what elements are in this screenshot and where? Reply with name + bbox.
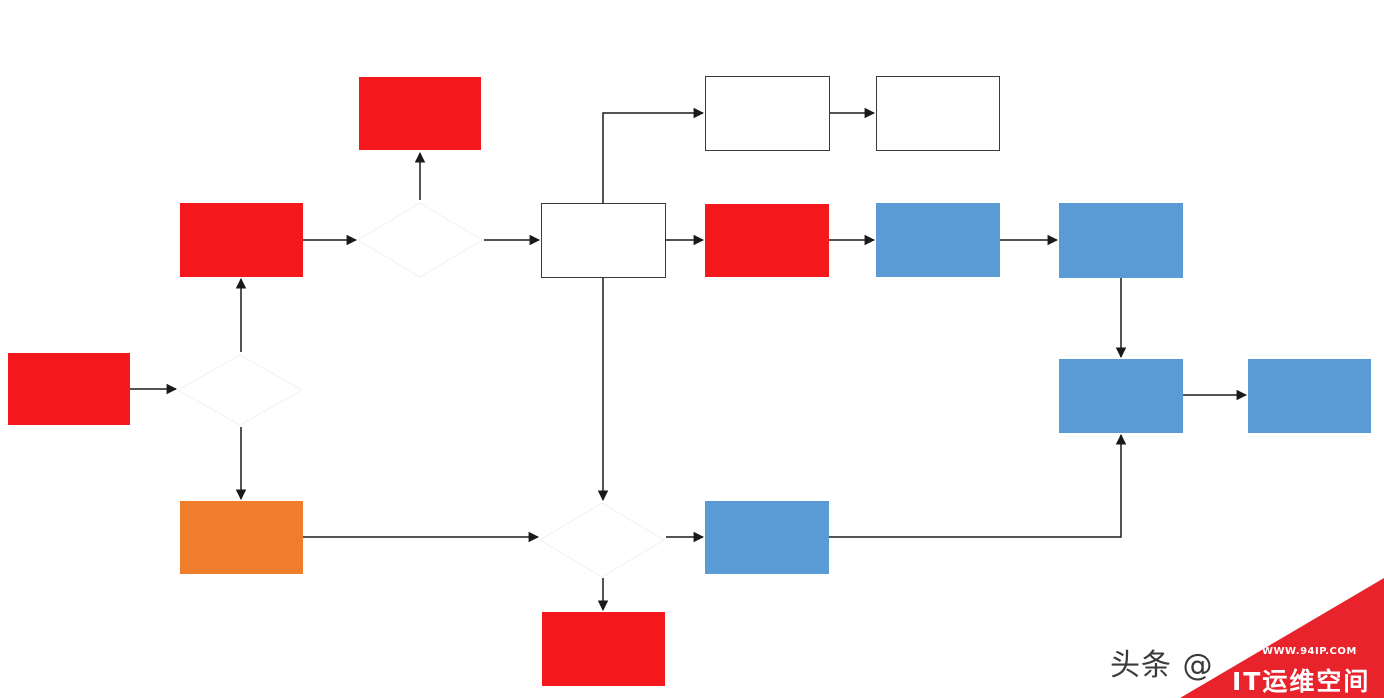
decision-text-2	[368, 215, 472, 265]
node-n4	[541, 203, 666, 278]
watermark-url: WWW.94IP.COM	[1262, 646, 1357, 657]
node-n5	[180, 501, 303, 574]
decision-diamond-1	[176, 354, 304, 426]
node-n9	[876, 203, 1000, 277]
end-node-n12	[1248, 359, 1371, 433]
start-node	[8, 353, 130, 425]
toutiao-watermark: 头条 @	[1110, 648, 1214, 683]
edge-n13-n11	[829, 433, 1127, 538]
node-n11	[1059, 359, 1183, 433]
decision-text-3	[550, 515, 654, 565]
node-n2	[180, 203, 303, 277]
decision-diamond-3	[539, 502, 665, 578]
node-n8	[705, 204, 829, 277]
node-n10	[1059, 203, 1183, 278]
end-node-n14	[542, 612, 665, 686]
watermark-brand: IT运维空间	[1232, 667, 1371, 696]
node-n6	[705, 76, 830, 151]
decision-diamond-2	[357, 202, 483, 278]
edge-n4-n6	[602, 107, 705, 203]
node-n3	[359, 77, 481, 150]
node-n7	[876, 76, 1000, 151]
node-n13	[705, 501, 829, 574]
decision-text-1	[190, 365, 292, 415]
